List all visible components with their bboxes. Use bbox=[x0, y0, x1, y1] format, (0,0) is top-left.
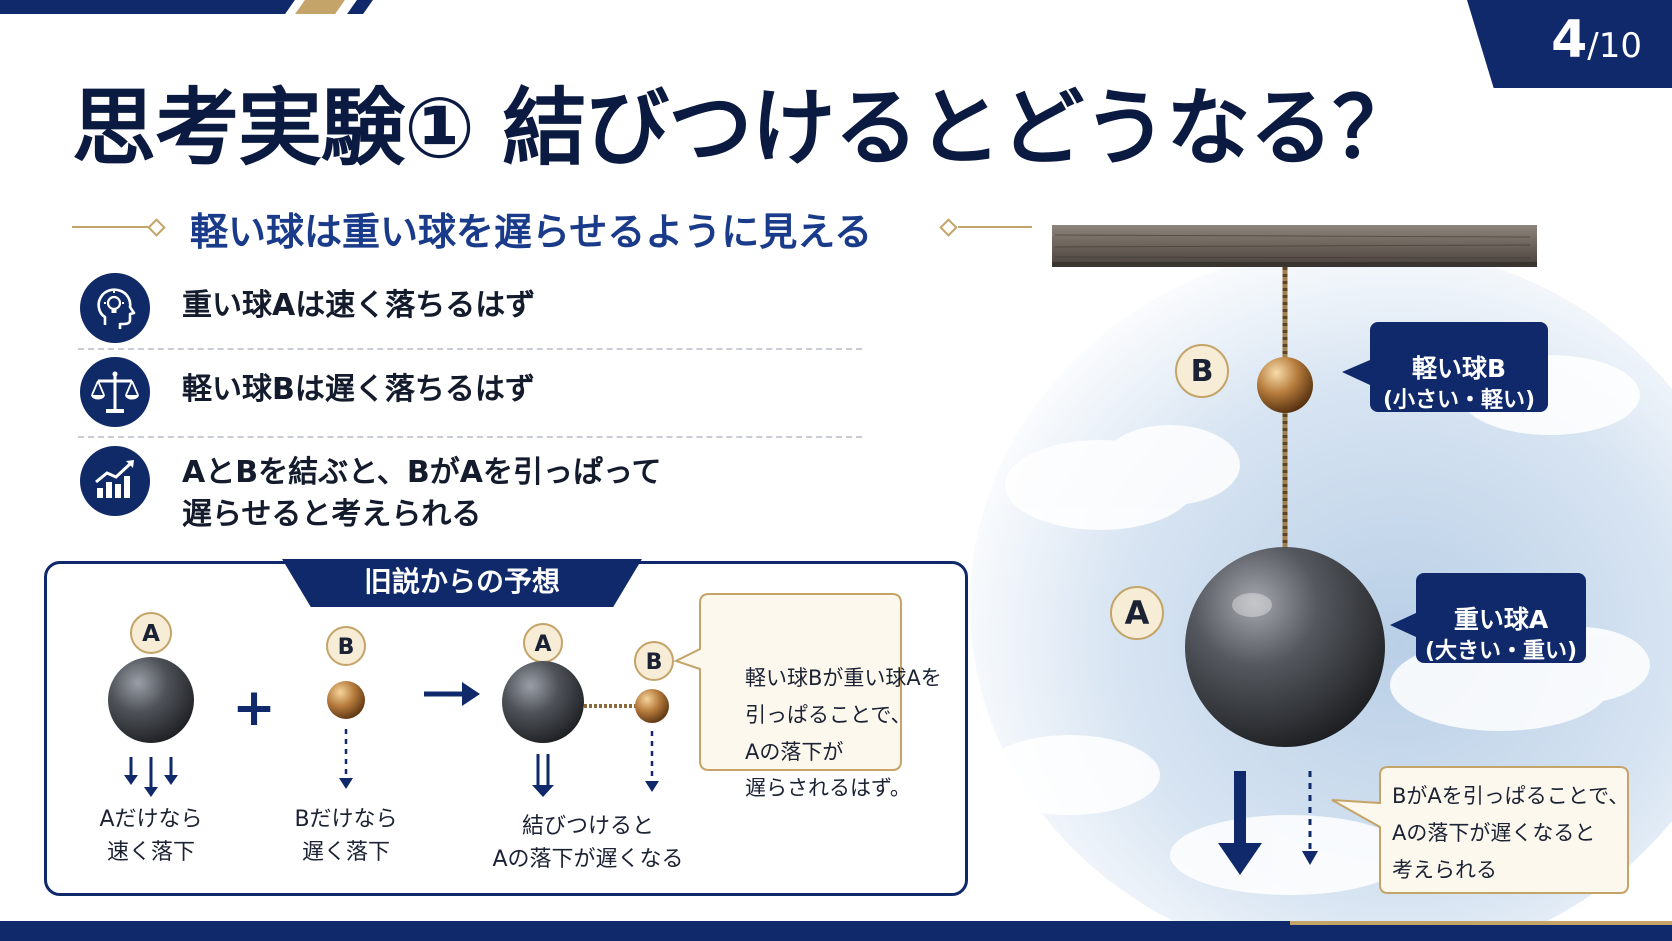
prediction-diagram: A + B A B bbox=[108, 593, 902, 797]
rising-chart-icon bbox=[80, 446, 150, 516]
callout-line: 遅らされるはず。 bbox=[745, 776, 911, 801]
fast-fall-arrows bbox=[124, 757, 178, 797]
callout-line: Aの落下が遅くなると bbox=[1392, 820, 1596, 845]
page-title: 思考実験① 結びつけるとどうなる？ bbox=[72, 79, 1416, 177]
illustration-callout-bubble bbox=[1331, 766, 1629, 894]
light-ball-b bbox=[635, 689, 669, 723]
illustration-callout-text: BがAを引っぱることで、 Aの落下が遅くなると 考えられる bbox=[1392, 778, 1629, 888]
page-total: /10 bbox=[1587, 26, 1642, 66]
heavy-ball-a bbox=[1185, 547, 1385, 747]
slowed-fall-arrows bbox=[532, 754, 554, 797]
page-number: 4/10 bbox=[1551, 10, 1642, 70]
callout-line: 考えられる bbox=[1392, 857, 1497, 882]
callout-line: Aの落下が bbox=[745, 739, 844, 764]
caption-line: 遅く落下 bbox=[301, 840, 390, 865]
prediction-box-title: 旧説からの予想 bbox=[282, 559, 642, 607]
lightbulb-head-icon bbox=[80, 273, 150, 343]
label-a-line-2: (大きい・重い) bbox=[1424, 638, 1578, 664]
light-ball-b bbox=[327, 681, 365, 719]
bullet-text-2: 軽い球Bは遅く落ちるはず bbox=[182, 372, 535, 407]
label-b-line-1: 軽い球B bbox=[1411, 354, 1507, 383]
footer-accent bbox=[1290, 921, 1672, 925]
badge-a-label: A bbox=[142, 621, 160, 647]
bullet-divider bbox=[78, 348, 862, 350]
decor-stripe bbox=[295, 0, 345, 14]
decor-stripe bbox=[0, 0, 295, 14]
callout-line: 軽い球Bが重い球Aを bbox=[745, 666, 942, 690]
badge-b-label: B bbox=[1191, 354, 1214, 389]
bullet-text-3-line-1: AとBを結ぶと、BがAを引っぱって bbox=[182, 455, 662, 490]
balance-scale-icon bbox=[80, 357, 150, 427]
caption-line: 速く落下 bbox=[106, 840, 195, 865]
page-number-tab bbox=[1467, 0, 1672, 88]
badge-b bbox=[1175, 344, 1229, 398]
label-b-pointer bbox=[1342, 360, 1370, 385]
page-current: 4 bbox=[1551, 10, 1588, 70]
subtitle-diamond-left bbox=[147, 218, 166, 237]
caption-line: Aだけなら bbox=[99, 807, 203, 832]
caption-line: 結びつけると bbox=[521, 814, 654, 839]
light-fall-arrowhead bbox=[1302, 851, 1318, 865]
wood-grain bbox=[1054, 234, 1531, 259]
slow-fall-arrowhead bbox=[645, 781, 659, 792]
label-b-text: 軽い球B (小さい・軽い) bbox=[1370, 352, 1548, 415]
label-a-text: 重い球A (大きい・重い) bbox=[1416, 603, 1586, 666]
badge-b-label: B bbox=[338, 635, 355, 660]
label-a-line-1: 重い球A bbox=[1453, 605, 1549, 634]
caption-b-alone: Bだけなら 遅く落下 bbox=[266, 803, 426, 869]
bullet-text-3: AとBを結ぶと、BがAを引っぱって 遅らせると考えられる bbox=[182, 452, 661, 536]
bullet-text-3-line-2: 遅らせると考えられる bbox=[182, 497, 482, 532]
caption-line: Aの落下が遅くなる bbox=[492, 847, 684, 872]
bullet-text-1: 重い球Aは速く落ちるはず bbox=[182, 288, 536, 323]
callout-line: BがAを引っぱることで、 bbox=[1392, 784, 1630, 808]
decor-stripe bbox=[347, 0, 373, 14]
ball-highlight bbox=[1232, 593, 1272, 617]
subtitle: 軽い球は重い球を遅らせるように見える bbox=[190, 210, 873, 254]
callout-bubble bbox=[673, 593, 902, 771]
label-a-box bbox=[1416, 573, 1586, 663]
label-a-pointer bbox=[1390, 613, 1416, 637]
subtitle-rule-left bbox=[72, 226, 150, 228]
badge-b bbox=[326, 626, 366, 666]
bullet-divider bbox=[78, 436, 862, 438]
subtitle-rule-right bbox=[958, 226, 1032, 228]
callout-line: 引っぱることで、 bbox=[745, 702, 912, 727]
caption-a-alone: Aだけなら 速く落下 bbox=[71, 803, 231, 869]
clouds bbox=[980, 355, 1650, 895]
heavy-ball-a bbox=[108, 657, 194, 743]
badge-a-label: A bbox=[1125, 594, 1150, 632]
heavy-fall-arrowhead bbox=[1218, 843, 1262, 875]
hanging-balls-illustration: B A bbox=[970, 225, 1672, 921]
light-ball-b bbox=[1257, 357, 1313, 413]
label-b-line-2: (小さい・軽い) bbox=[1382, 387, 1536, 413]
heavy-ball-a bbox=[502, 661, 584, 743]
footer-band bbox=[0, 921, 1672, 941]
badge-a bbox=[130, 612, 172, 654]
label-b-box bbox=[1370, 322, 1548, 412]
caption-combined: 結びつけると Aの落下が遅くなる bbox=[458, 810, 718, 876]
badge-b-label: B bbox=[646, 650, 663, 675]
result-arrowhead bbox=[462, 682, 480, 706]
callout-text: 軽い球Bが重い球Aを 引っぱることで、 Aの落下が 遅らされるはず。 bbox=[745, 660, 942, 807]
badge-a-label: A bbox=[534, 632, 551, 657]
badge-a bbox=[1110, 586, 1164, 640]
beam-edge bbox=[1052, 262, 1537, 267]
plus-sign: + bbox=[232, 678, 276, 738]
caption-line: Bだけなら bbox=[294, 807, 398, 832]
slow-fall-arrowhead bbox=[339, 778, 353, 789]
badge-b bbox=[634, 641, 674, 681]
